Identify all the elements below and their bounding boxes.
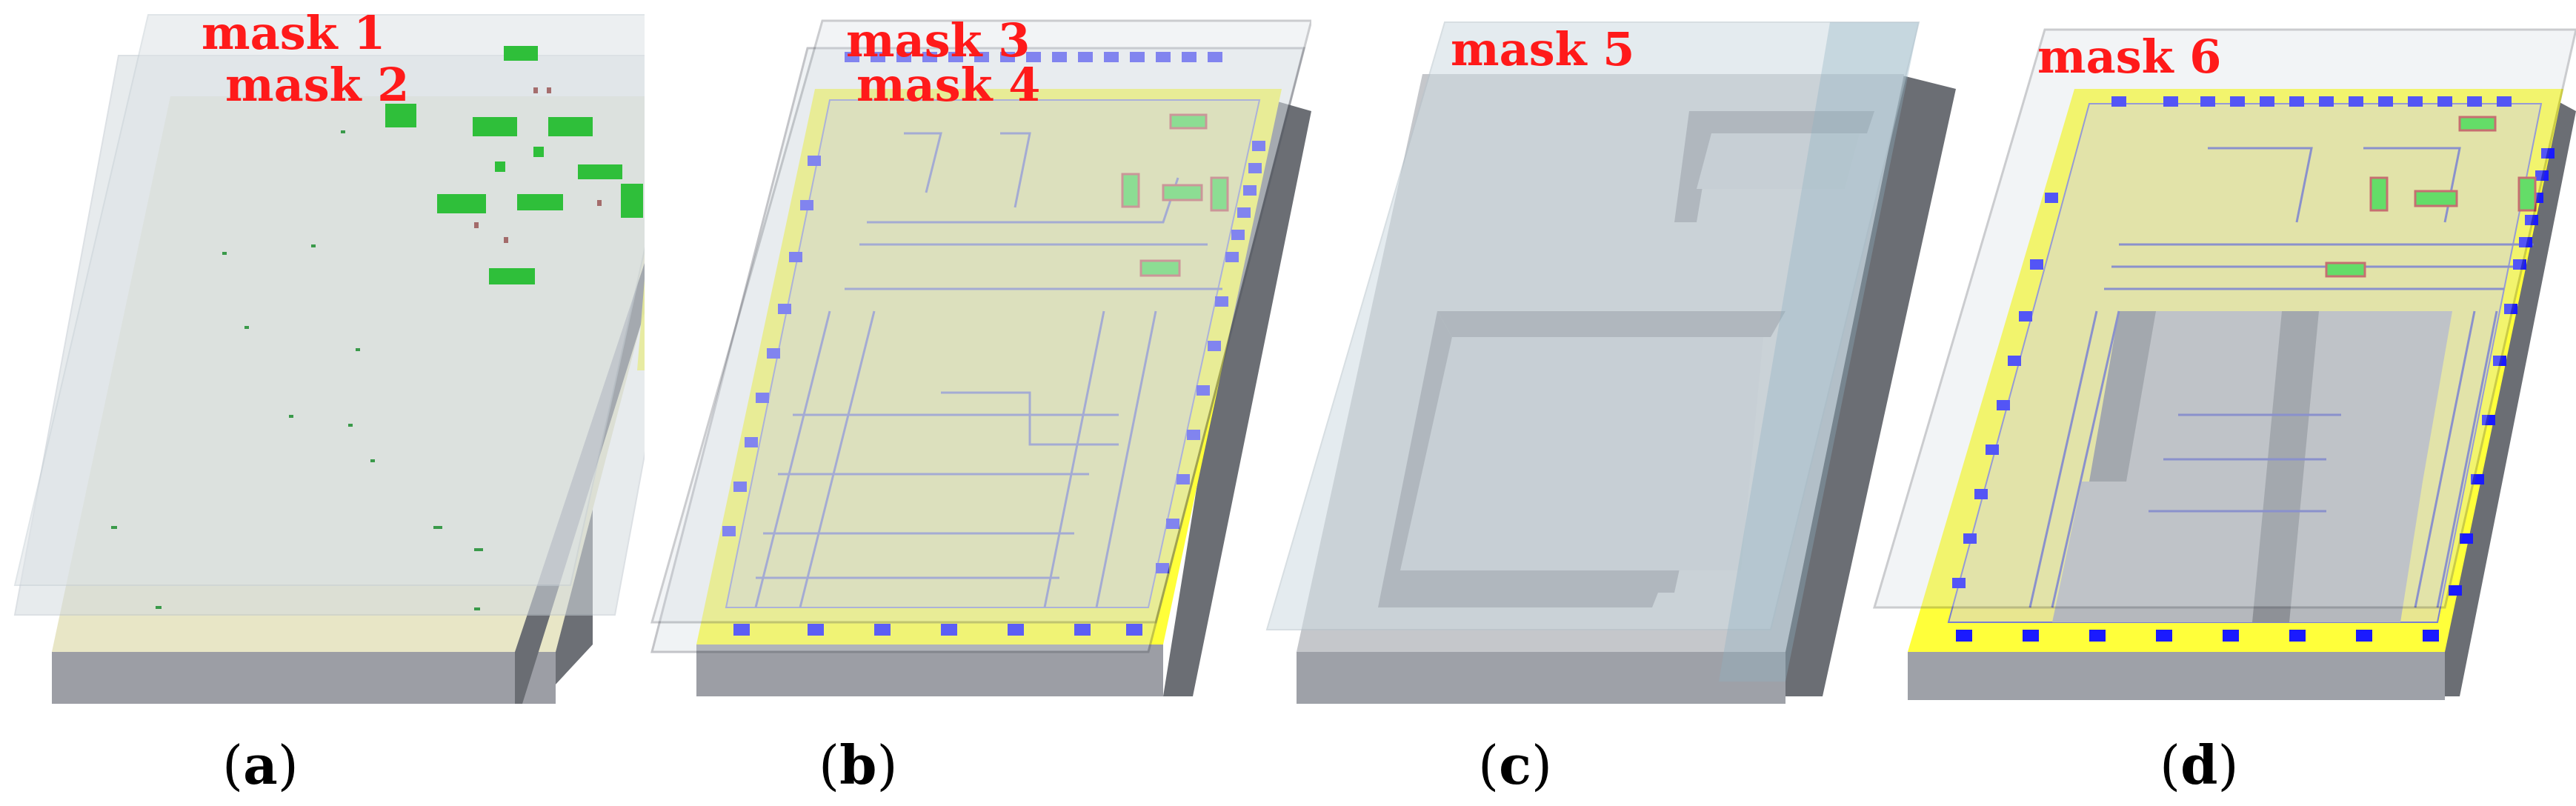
- bond-pads: [1952, 96, 2555, 642]
- substrate-side-face: [1771, 74, 1956, 696]
- mask-5-plate-shadow: [1719, 22, 1919, 682]
- substrate-front-face: [696, 645, 1163, 696]
- dot-features: [111, 130, 483, 610]
- substrate-front-face: [1297, 652, 1785, 704]
- substrate-front-face: [52, 652, 556, 704]
- resistors: [2325, 116, 2537, 278]
- caption-b: (b): [819, 733, 898, 796]
- resistor-features: [385, 46, 643, 284]
- circuit-traces: [2028, 147, 2534, 608]
- caption-a: (a): [222, 733, 299, 796]
- panel-d-illustration: [1872, 28, 2576, 700]
- resistors: [1121, 113, 1229, 277]
- caption-d: (d): [2160, 733, 2239, 796]
- cavity: [2052, 311, 2452, 622]
- mask-5-label: mask 5: [1451, 22, 1635, 76]
- panel-c-illustration: [1265, 21, 1956, 704]
- panel-a: mask 1 mask 2 (a): [0, 0, 645, 806]
- mask-1-label: mask 1: [202, 6, 386, 60]
- mask-3-plate: [650, 19, 1311, 624]
- substrate-side-face: [1163, 96, 1311, 696]
- mask-6-plate: [1872, 28, 2576, 609]
- panel-d: mask 6 (d): [1808, 0, 2576, 806]
- trace-features: [474, 87, 602, 243]
- circuit-area: [725, 99, 1261, 608]
- panel-b-illustration: [650, 19, 1311, 696]
- panel-a-illustration: [13, 14, 645, 704]
- mask-3-label: mask 3: [846, 13, 1031, 67]
- panel-c: mask 5 (c): [1252, 0, 1956, 806]
- substrate-front-face: [1908, 652, 2445, 700]
- bond-pads: [722, 52, 1265, 636]
- mask-1-plate: [13, 14, 645, 586]
- panel-b: mask 3 mask 4 (b): [645, 0, 1311, 806]
- mask-6-label: mask 6: [2037, 30, 2222, 84]
- mask-5-plate: [1265, 21, 1920, 630]
- mask-4-plate: [650, 47, 1305, 653]
- mask-2-label: mask 2: [225, 58, 410, 112]
- mask-4-label: mask 4: [856, 58, 1041, 112]
- cavity-walls: [2089, 311, 2319, 622]
- caption-c: (c): [1478, 733, 1553, 796]
